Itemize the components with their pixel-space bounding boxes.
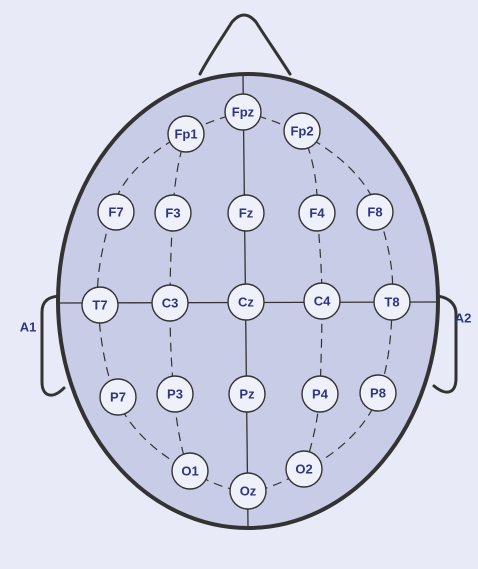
- electrode-C3: C3: [152, 285, 188, 321]
- svg-text:Fz: Fz: [239, 206, 254, 221]
- electrode-Fz: Fz: [228, 195, 264, 231]
- svg-text:P7: P7: [110, 390, 126, 405]
- svg-text:C4: C4: [314, 294, 331, 309]
- svg-text:Pz: Pz: [239, 387, 255, 402]
- svg-text:C3: C3: [162, 296, 179, 311]
- electrode-Oz: Oz: [230, 473, 266, 509]
- svg-text:Fp2: Fp2: [290, 124, 313, 139]
- svg-text:F8: F8: [367, 205, 382, 220]
- electrode-O2: O2: [286, 451, 322, 487]
- svg-text:Cz: Cz: [238, 295, 254, 310]
- svg-text:Fpz: Fpz: [232, 105, 255, 120]
- svg-text:T7: T7: [92, 298, 107, 313]
- electrode-P7: P7: [100, 379, 136, 415]
- svg-text:O2: O2: [295, 462, 312, 477]
- svg-text:P8: P8: [370, 386, 386, 401]
- electrode-Fp1: Fp1: [168, 116, 204, 152]
- ear-label-left: A1: [20, 320, 37, 335]
- svg-text:Oz: Oz: [240, 484, 257, 499]
- svg-text:T8: T8: [384, 295, 399, 310]
- electrode-P3: P3: [157, 376, 193, 412]
- svg-text:O1: O1: [181, 464, 198, 479]
- svg-text:Fp1: Fp1: [174, 127, 197, 142]
- electrode-T7: T7: [82, 287, 118, 323]
- electrode-T8: T8: [374, 284, 410, 320]
- electrode-F7: F7: [98, 194, 134, 230]
- svg-text:F7: F7: [108, 205, 123, 220]
- svg-text:F4: F4: [309, 206, 325, 221]
- electrode-O1: O1: [172, 453, 208, 489]
- electrode-F8: F8: [357, 194, 393, 230]
- electrode-Cz: Cz: [228, 284, 264, 320]
- electrode-P8: P8: [360, 375, 396, 411]
- svg-text:P4: P4: [312, 387, 329, 402]
- electrode-C4: C4: [304, 283, 340, 319]
- svg-text:P3: P3: [167, 387, 183, 402]
- electrode-Pz: Pz: [229, 376, 265, 412]
- electrode-F4: F4: [299, 195, 335, 231]
- electrode-Fpz: Fpz: [225, 94, 261, 130]
- ear-label-right: A2: [455, 311, 472, 326]
- electrode-Fp2: Fp2: [284, 113, 320, 149]
- electrode-F3: F3: [155, 195, 191, 231]
- svg-text:F3: F3: [165, 206, 180, 221]
- electrode-P4: P4: [302, 376, 338, 412]
